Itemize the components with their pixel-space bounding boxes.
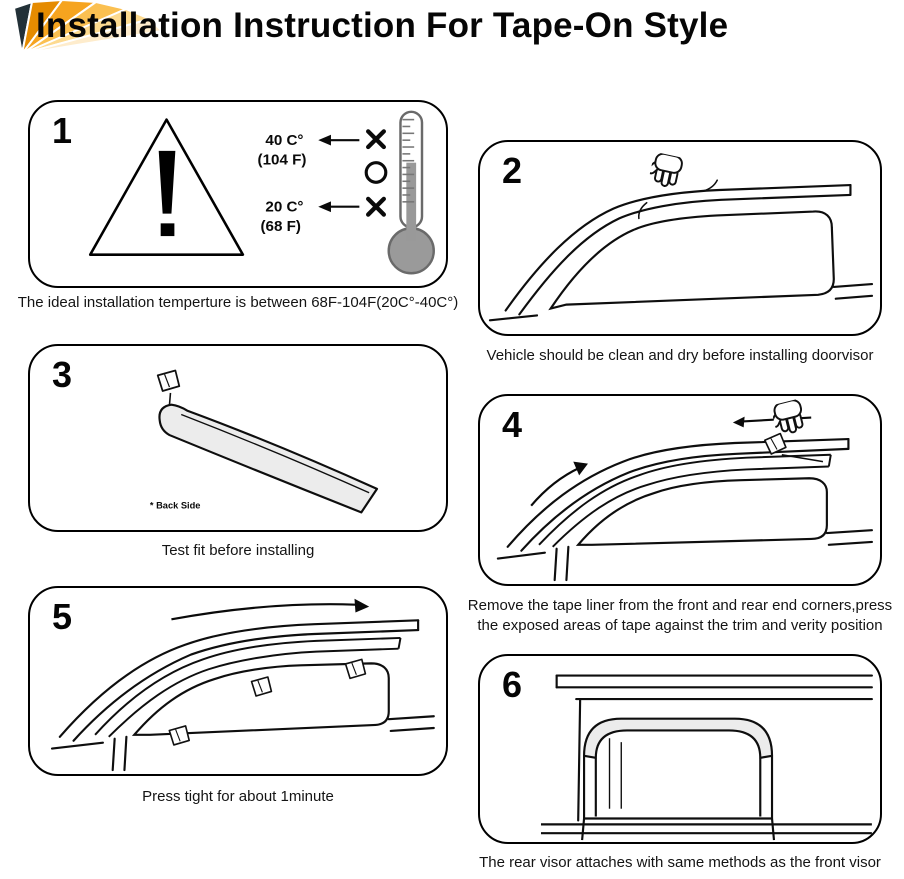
clean-window-illustration xyxy=(488,151,874,322)
visor-band-outline xyxy=(538,453,832,548)
rear-visor-illustration xyxy=(540,674,873,841)
arrow-up-right-icon xyxy=(530,461,588,507)
step-panel-1: 1 40 C° (104 F) 20 C° (68 F) xyxy=(28,100,448,288)
step-number-1: 1 xyxy=(52,110,73,151)
arrow-right-icon xyxy=(171,598,370,621)
rear-window-outline xyxy=(540,738,872,841)
apply-visor-illustration xyxy=(496,397,873,582)
step-number-2: 2 xyxy=(502,150,523,191)
step-number-6: 6 xyxy=(502,664,523,705)
step-panel-2: 2 xyxy=(478,140,882,336)
car-window-outline xyxy=(488,179,874,322)
fan-logo-decoration xyxy=(12,0,164,55)
step-caption-4: Remove the tape liner from the front and… xyxy=(467,597,893,635)
x-mark-icon xyxy=(366,196,386,217)
step-number-5: 5 xyxy=(52,596,73,637)
door-visor-outline xyxy=(158,403,379,514)
tape-tab-icon xyxy=(168,725,191,746)
temp-low-f-label: (68 F) xyxy=(261,218,301,235)
roof-rail-outline xyxy=(555,674,873,822)
tape-liner-icon xyxy=(156,369,181,392)
step-caption-5: Press tight for about 1minute xyxy=(142,788,334,805)
temp-low-c-label: 20 C° xyxy=(265,199,303,216)
step-panel-4: 4 xyxy=(478,394,882,586)
tape-liner-edge xyxy=(781,453,824,463)
x-mark-icon xyxy=(366,129,386,150)
visor-test-fit-illustration: * Back Side xyxy=(150,369,379,514)
tape-tab-icon xyxy=(344,658,367,680)
circle-mark-icon xyxy=(364,161,388,184)
arrow-left-icon xyxy=(318,201,360,213)
step-panel-6: 6 xyxy=(478,654,882,844)
temperature-warning-illustration: 40 C° (104 F) 20 C° (68 F) xyxy=(88,110,435,275)
step-number-4: 4 xyxy=(502,404,523,445)
step-caption-3: Test fit before installing xyxy=(161,542,315,559)
back-side-label: * Back Side xyxy=(150,500,201,510)
tape-tab-icon xyxy=(250,676,273,697)
hand-icon xyxy=(770,397,808,439)
hand-icon xyxy=(647,151,685,190)
step-caption-2: Vehicle should be clean and dry before i… xyxy=(486,347,874,364)
step-caption-6: The rear visor attaches with same method… xyxy=(479,854,881,871)
car-window-outline xyxy=(50,619,435,772)
step-panel-3: 3 * Back Side xyxy=(28,344,448,532)
thermometer-icon xyxy=(387,110,435,275)
step-caption-1: The ideal installation temperture is bet… xyxy=(17,294,459,311)
step-panel-5: 5 xyxy=(28,586,448,776)
visor-band-outline xyxy=(94,636,402,738)
temp-high-f-label: (104 F) xyxy=(258,152,307,169)
car-window-outline xyxy=(496,438,873,582)
page-title: Installation Instruction For Tape-On Sty… xyxy=(36,6,729,45)
temp-high-c-label: 40 C° xyxy=(265,132,303,149)
warning-triangle-icon xyxy=(88,118,245,256)
step-number-3: 3 xyxy=(52,354,73,395)
rear-visor-band xyxy=(582,717,774,759)
press-visor-illustration xyxy=(50,598,435,772)
tape-liner-edge xyxy=(168,392,172,405)
arrow-left-icon xyxy=(318,134,360,146)
